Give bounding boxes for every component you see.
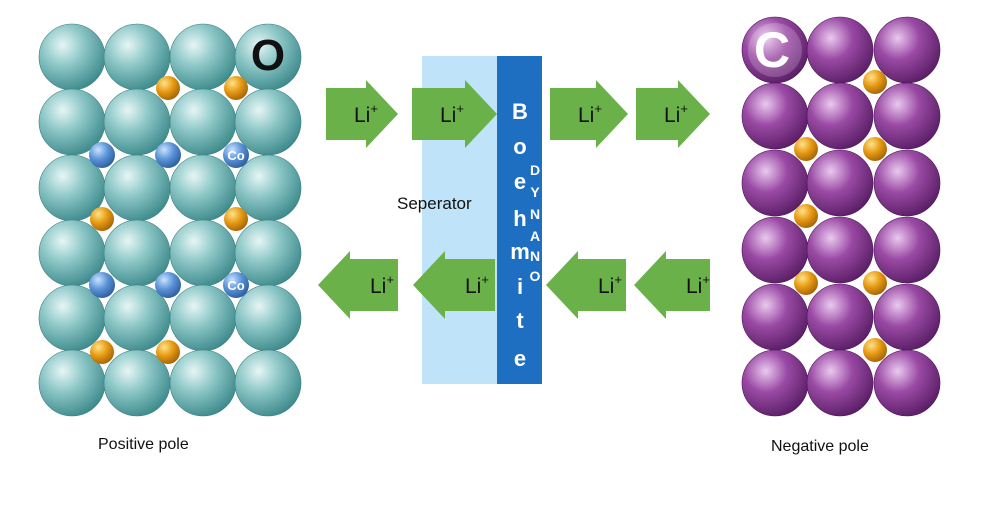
boehmite-letter: o [513, 134, 527, 159]
oxygen-atom [169, 219, 237, 287]
carbon-atom [873, 349, 941, 417]
carbon-highlight [748, 23, 802, 77]
separator-label: Seperator [397, 194, 472, 213]
lithium-atom [156, 76, 180, 100]
dynano-letter: N [529, 248, 541, 264]
li-ion-arrow [318, 251, 398, 319]
oxygen-atom [234, 349, 302, 417]
oxygen-atom [169, 23, 237, 91]
boehmite-letter: B [512, 99, 528, 124]
lithium-atom [863, 137, 887, 161]
cobalt-atom [89, 272, 115, 298]
ion-flow-arrows: Li+Li+Li+Li+Li+Li+Li+Li+ [318, 80, 710, 319]
dynano-letter: N [529, 206, 541, 222]
carbon-atom [873, 283, 941, 351]
boehmite-letter: h [513, 206, 527, 231]
li-ion-arrow [413, 251, 495, 319]
dynano-letter: A [529, 228, 541, 244]
boehmite-letter: e [513, 346, 527, 371]
lithium-atom [863, 271, 887, 295]
carbon-atom [806, 216, 874, 284]
lithium-atom [794, 271, 818, 295]
boehmite-letter: t [516, 308, 524, 333]
li-ion-arrow [636, 80, 710, 148]
oxygen-atom [38, 23, 106, 91]
oxygen-atom [169, 154, 237, 222]
lithium-atom [794, 137, 818, 161]
carbon-symbol: C [754, 22, 790, 78]
carbon-atom [806, 82, 874, 150]
oxygen-atom [234, 284, 302, 352]
cobalt-atom [155, 272, 181, 298]
cobalt-atom [89, 142, 115, 168]
carbon-atom [741, 283, 809, 351]
negative-pole-lattice: C [741, 16, 941, 417]
lithium-atom [863, 70, 887, 94]
negative-pole-label: Negative pole [771, 438, 869, 455]
lithium-atom [794, 204, 818, 228]
cobalt-atom [223, 272, 249, 298]
carbon-atom [873, 82, 941, 150]
carbon-atom [806, 149, 874, 217]
lithium-atom [90, 340, 114, 364]
boehmite-layer [497, 56, 542, 384]
boehmite-letter: i [516, 274, 524, 299]
dynano-letter: Y [530, 184, 540, 200]
oxygen-atom [169, 88, 237, 156]
lithium-atom [224, 207, 248, 231]
dynano-letter: O [529, 268, 541, 284]
lithium-atom [90, 207, 114, 231]
lithium-atom [863, 338, 887, 362]
li-ion-arrow [550, 80, 628, 148]
oxygen-symbol: O [251, 31, 285, 80]
carbon-atom [806, 283, 874, 351]
oxygen-atom [169, 349, 237, 417]
carbon-atom [873, 149, 941, 217]
boehmite-letter: e [513, 169, 527, 194]
lithium-atom [224, 76, 248, 100]
li-ion-arrow [412, 80, 497, 148]
lithium-atom [156, 340, 180, 364]
li-ion-arrow [546, 251, 626, 319]
cobalt-symbol: Co [227, 148, 244, 163]
cobalt-atom [223, 142, 249, 168]
oxygen-atom [169, 284, 237, 352]
carbon-atom [873, 16, 941, 84]
cobalt-symbol: Co [227, 278, 244, 293]
carbon-atom [741, 216, 809, 284]
carbon-atom [741, 349, 809, 417]
boehmite-letter: m [510, 239, 530, 264]
li-ion-arrow [326, 80, 398, 148]
carbon-atom [741, 82, 809, 150]
carbon-atom [806, 349, 874, 417]
positive-pole-label: Positive pole [98, 436, 189, 453]
carbon-atom [873, 216, 941, 284]
cobalt-atom [155, 142, 181, 168]
oxygen-atom [234, 88, 302, 156]
li-ion-arrow [634, 251, 710, 319]
carbon-atom [741, 149, 809, 217]
dynano-letter: D [529, 162, 541, 178]
carbon-atom [806, 16, 874, 84]
